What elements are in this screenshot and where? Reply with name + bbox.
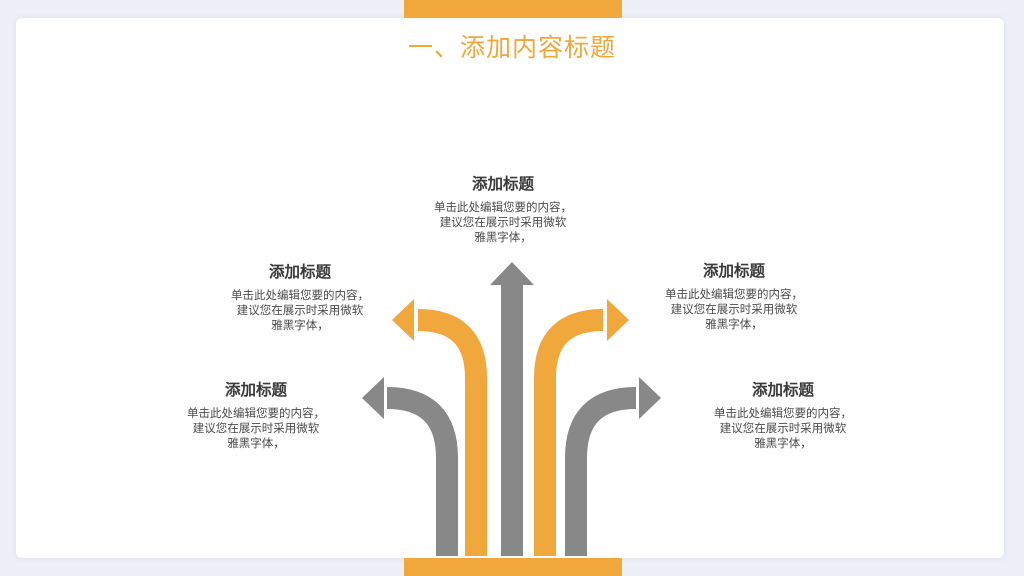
arrow-left-head (392, 299, 414, 341)
block-body-line[interactable]: 雅黑字体， (754, 436, 812, 450)
text-block-top[interactable]: 添加标题 单击此处编辑您要的内容， 建议您在展示时采用微软 雅黑字体， (403, 172, 603, 245)
block-body-line[interactable]: 建议您在展示时采用微软 (719, 421, 847, 435)
arrow-right (534, 309, 604, 556)
bottom-accent-bar (404, 558, 622, 576)
block-body-line[interactable]: 单击此处编辑您要的内容， (714, 406, 852, 420)
text-block-lower-right[interactable]: 添加标题 单击此处编辑您要的内容， 建议您在展示时采用微软 雅黑字体， (683, 378, 883, 451)
block-body-line[interactable]: 单击此处编辑您要的内容， (665, 287, 803, 301)
text-block-lower-left[interactable]: 添加标题 单击此处编辑您要的内容， 建议您在展示时采用微软 雅黑字体， (156, 378, 356, 451)
text-block-upper-right[interactable]: 添加标题 单击此处编辑您要的内容， 建议您在展示时采用微软 雅黑字体， (634, 259, 834, 332)
block-body-line[interactable]: 雅黑字体， (705, 317, 763, 331)
arrow-left (417, 309, 487, 556)
block-heading[interactable]: 添加标题 (268, 263, 331, 281)
block-body-line[interactable]: 雅黑字体， (474, 230, 532, 244)
block-body-line[interactable]: 建议您在展示时采用微软 (670, 302, 798, 316)
arrow-far-right-head (639, 377, 661, 419)
text-block-upper-left[interactable]: 添加标题 单击此处编辑您要的内容， 建议您在展示时采用微软 雅黑字体， (200, 260, 400, 333)
slide-title[interactable]: 一、添加内容标题 (407, 33, 616, 62)
block-body-line[interactable]: 建议您在展示时采用微软 (439, 215, 567, 229)
block-body-line[interactable]: 单击此处编辑您要的内容， (434, 200, 572, 214)
block-body-line[interactable]: 雅黑字体， (271, 318, 329, 332)
block-body-line[interactable]: 雅黑字体， (227, 436, 285, 450)
block-heading[interactable]: 添加标题 (471, 175, 534, 193)
top-accent-bar (404, 0, 622, 18)
block-heading[interactable]: 添加标题 (702, 262, 765, 280)
block-body-line[interactable]: 建议您在展示时采用微软 (192, 421, 320, 435)
block-body-line[interactable]: 单击此处编辑您要的内容， (231, 288, 369, 302)
arrow-far-right (565, 387, 637, 556)
block-body-line[interactable]: 建议您在展示时采用微软 (236, 303, 364, 317)
block-heading[interactable]: 添加标题 (751, 381, 814, 399)
arrow-far-left (386, 387, 458, 556)
block-body-line[interactable]: 单击此处编辑您要的内容， (187, 406, 325, 420)
arrow-far-left-head (362, 377, 384, 419)
block-heading[interactable]: 添加标题 (224, 381, 287, 399)
arrow-right-head (607, 299, 629, 341)
arrow-center-head (490, 262, 534, 285)
